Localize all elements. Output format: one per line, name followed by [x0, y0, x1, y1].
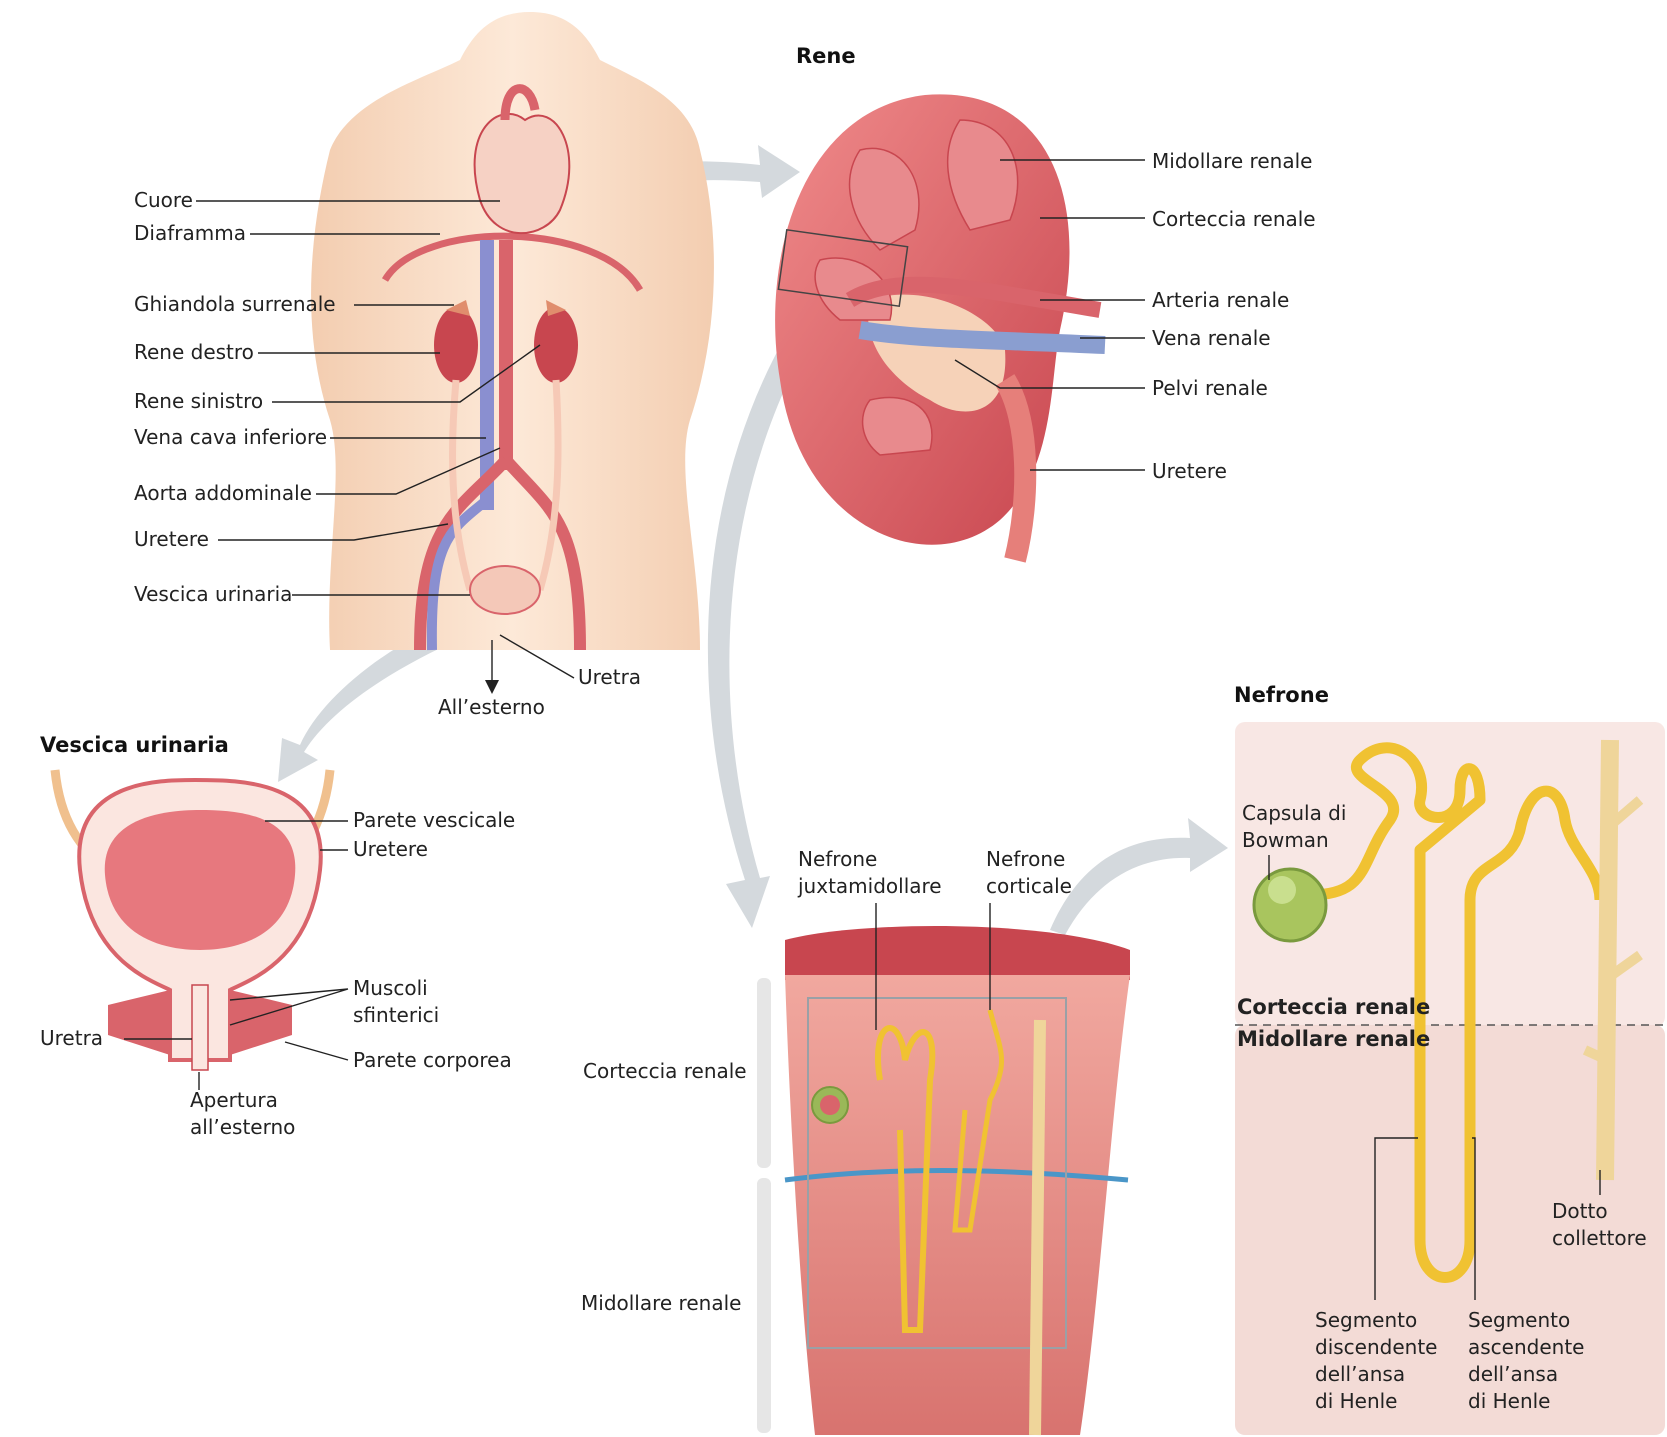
zoom-box: [777, 228, 909, 308]
label-bladder: Vescica urinaria: [134, 582, 292, 606]
label-asc-2: ascendente: [1468, 1335, 1584, 1359]
bladder-illustration: [50, 769, 335, 1071]
label-sphincters-2: sfinterici: [353, 1003, 439, 1027]
nephron-labels: Capsula di Bowman Corteccia renale Midol…: [1237, 801, 1647, 1413]
label-jux-1: Nefrone: [798, 847, 877, 871]
left-kidney: [534, 307, 578, 383]
label-adrenal: Ghiandola surrenale: [134, 292, 336, 316]
renal-artery: [845, 276, 1102, 318]
label-ureter: Uretere: [134, 527, 209, 551]
cortical-nephron: [952, 1009, 1004, 1233]
label-section-medulla: Midollare renale: [581, 1291, 741, 1315]
label-opening-2: all’esterno: [190, 1115, 295, 1139]
label-asc-3: dell’ansa: [1468, 1362, 1558, 1386]
aorta-arch: [500, 84, 540, 121]
label-section-cortex: Corteccia renale: [583, 1059, 747, 1083]
nephron-tubule: [1309, 742, 1606, 1283]
nephron-panel-medulla: [1235, 1025, 1665, 1435]
label-desc-1: Segmento: [1315, 1308, 1417, 1332]
renal-pyramids: [814, 119, 1019, 456]
arrow-section-to-nephron: [1050, 818, 1228, 935]
label-left-kidney: Rene sinistro: [134, 389, 263, 413]
bladder-lumen: [104, 810, 296, 950]
glomerulus-icon: [1268, 876, 1296, 904]
label-pelvis: Pelvi renale: [1152, 376, 1268, 400]
label-duct-2: collettore: [1552, 1226, 1647, 1250]
label-bowman-2: Bowman: [1242, 828, 1329, 852]
label-bladder-ureter: Uretere: [353, 837, 428, 861]
label-cortex: Corteccia renale: [1152, 207, 1316, 231]
label-kidney-ureter: Uretere: [1152, 459, 1227, 483]
section-labels: Nefrone juxtamidollare Nefrone corticale…: [581, 847, 1072, 1315]
title-bladder: Vescica urinaria: [40, 733, 229, 757]
renal-vein: [858, 321, 1106, 354]
bladder-labels: Parete vescicale Uretere Muscoli sfinter…: [40, 808, 515, 1139]
diaphragm: [381, 232, 644, 292]
bladder-urethra: [191, 984, 209, 1071]
vena-cava: [480, 240, 494, 510]
title-kidney: Rene: [796, 44, 856, 68]
abdominal-aorta: [499, 240, 513, 470]
label-nephron-cortex: Corteccia renale: [1237, 995, 1430, 1019]
label-sphincters-1: Muscoli: [353, 976, 428, 1000]
kidney-pelvis: [868, 294, 1006, 412]
collecting-duct: [1596, 739, 1619, 1181]
kidney-section: [757, 926, 1130, 1436]
juxtamedullary-nephron: [875, 1025, 936, 1333]
body-labels: Cuore Diaframma Ghiandola surrenale Rene…: [134, 188, 641, 719]
title-nephron: Nefrone: [1234, 683, 1329, 707]
label-cort-1: Nefrone: [986, 847, 1065, 871]
label-medulla: Midollare renale: [1152, 149, 1312, 173]
label-right-kidney: Rene destro: [134, 340, 254, 364]
label-duct-1: Dotto: [1552, 1199, 1608, 1223]
label-asc-4: di Henle: [1468, 1389, 1551, 1413]
label-asc-1: Segmento: [1468, 1308, 1570, 1332]
nephron-panel: [1235, 722, 1665, 1435]
label-vein: Vena renale: [1152, 326, 1271, 350]
label-diaphragm: Diaframma: [134, 221, 246, 245]
label-desc-3: dell’ansa: [1315, 1362, 1405, 1386]
right-kidney: [434, 307, 478, 383]
label-jux-2: juxtamidollare: [797, 874, 942, 898]
section-capsule: [785, 926, 1130, 980]
heart: [473, 113, 571, 235]
label-outside: All’esterno: [438, 695, 545, 719]
body-figure: [311, 12, 714, 651]
label-cort-2: corticale: [986, 874, 1072, 898]
section-zoom-box: [807, 997, 1067, 1349]
iliac-veins: [426, 496, 491, 651]
ureters: [449, 379, 562, 591]
arrow-kidney-to-section: [707, 300, 828, 928]
kidney-labels: Midollare renale Corteccia renale Arteri…: [954, 149, 1316, 483]
collecting-duct-section: [1029, 1019, 1046, 1436]
bladder-small: [469, 565, 541, 615]
label-bladder-wall: Parete vescicale: [353, 808, 515, 832]
label-artery: Arteria renale: [1152, 288, 1289, 312]
label-bowman-1: Capsula di: [1242, 801, 1346, 825]
label-desc-2: discendente: [1315, 1335, 1437, 1359]
label-aorta: Aorta addominale: [134, 481, 312, 505]
kidney-ureter: [995, 374, 1037, 563]
label-body-wall: Parete corporea: [353, 1048, 512, 1072]
cortex-bracket: [757, 978, 771, 1168]
label-urethra: Uretra: [578, 665, 641, 689]
label-bladder-urethra: Uretra: [40, 1026, 103, 1050]
label-heart: Cuore: [134, 188, 193, 212]
label-opening-1: Apertura: [190, 1088, 278, 1112]
label-vena-cava: Vena cava inferiore: [134, 425, 327, 449]
label-desc-4: di Henle: [1315, 1389, 1398, 1413]
label-nephron-medulla: Midollare renale: [1237, 1027, 1430, 1051]
medulla-bracket: [757, 1178, 771, 1433]
kidney-illustration: [775, 94, 1106, 563]
